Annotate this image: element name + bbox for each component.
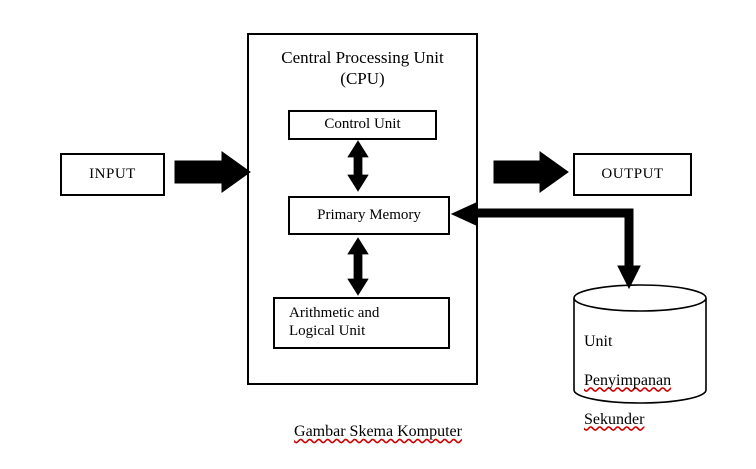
primary-memory-label: Primary Memory xyxy=(317,206,421,223)
control-unit-box: Control Unit xyxy=(288,110,437,140)
output-label: OUTPUT xyxy=(601,165,664,182)
diagram-caption: Gambar Skema Komputer xyxy=(0,423,756,441)
arithmetic-logical-unit-box: Arithmetic and Logical Unit xyxy=(273,297,450,349)
secondary-storage-cylinder: Unit Penyimpanan Sekunder xyxy=(570,282,710,428)
input-label: INPUT xyxy=(89,165,136,182)
secondary-storage-label-line-2: Penyimpanan xyxy=(584,371,672,389)
control-unit-label: Control Unit xyxy=(324,116,401,133)
secondary-storage-label: Unit Penyimpanan Sekunder xyxy=(584,312,708,429)
caption-text: Gambar Skema Komputer xyxy=(294,423,462,440)
storage-to-primary-memory-elbow-arrow-icon xyxy=(450,202,641,290)
output-box: OUTPUT xyxy=(573,153,692,196)
primary-memory-box: Primary Memory xyxy=(288,196,450,235)
secondary-storage-label-line-3: Sekunder xyxy=(584,410,645,428)
cpu-to-output-arrow-icon xyxy=(493,151,569,193)
cylinder-shape-icon xyxy=(573,284,707,404)
input-to-cpu-arrow-icon xyxy=(174,151,251,193)
secondary-storage-label-line-1: Unit xyxy=(584,332,613,350)
cpu-title: Central Processing Unit (CPU) xyxy=(281,48,444,89)
arithmetic-logical-unit-label: Arithmetic and Logical Unit xyxy=(289,305,380,339)
input-box: INPUT xyxy=(60,153,165,196)
